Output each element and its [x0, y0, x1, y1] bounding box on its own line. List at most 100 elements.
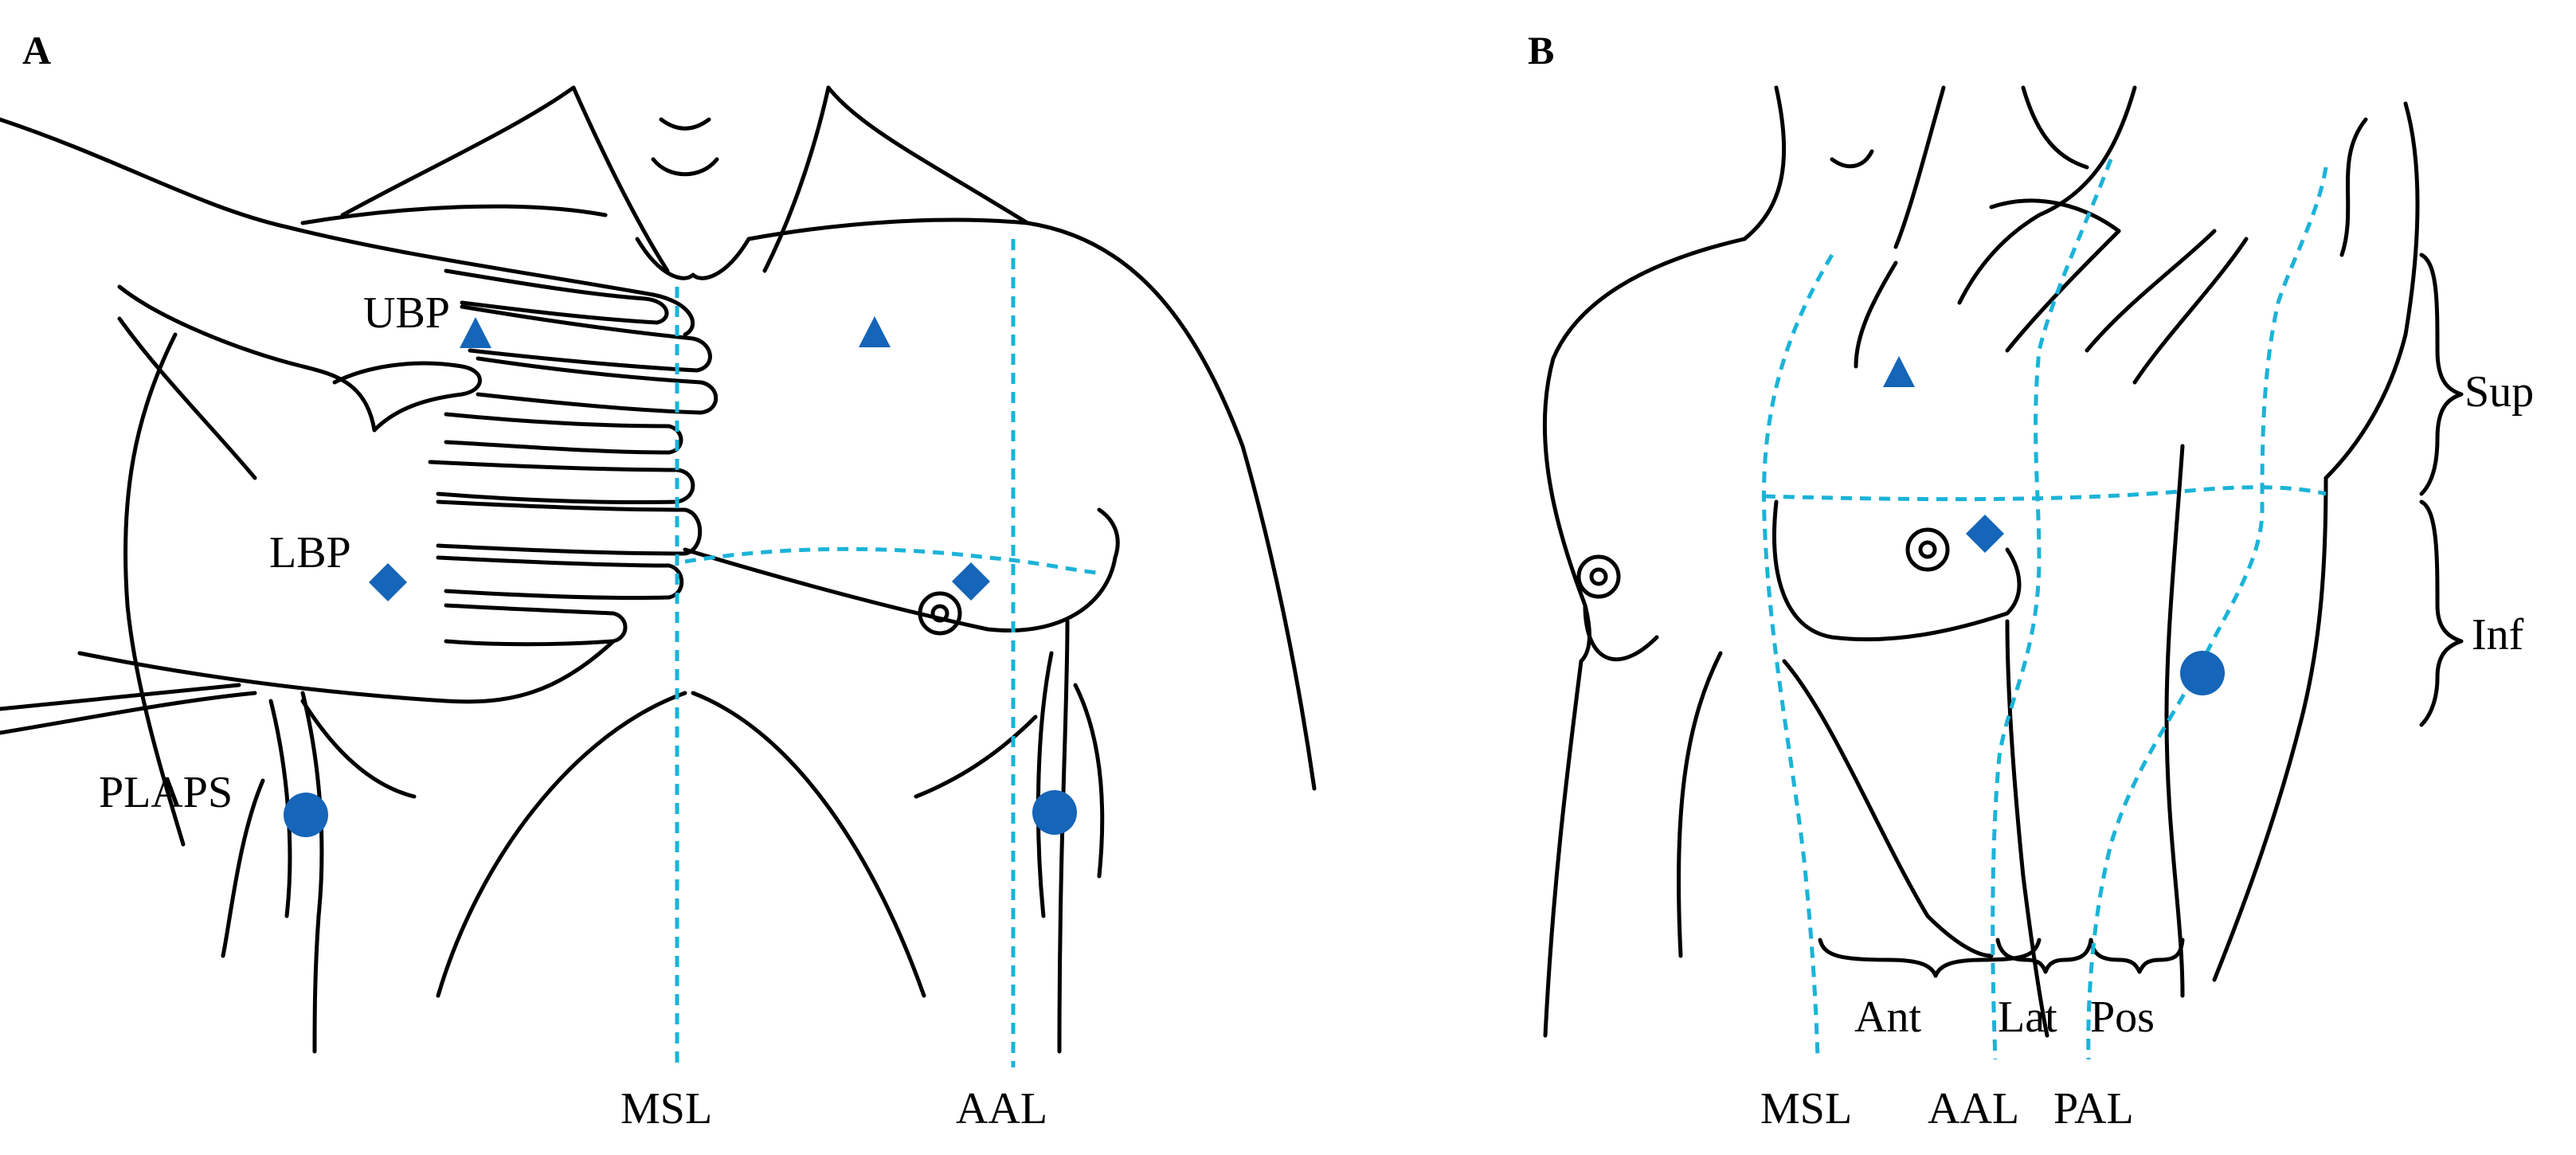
pectoral-right: [683, 507, 1120, 632]
msl-label-a: MSL: [621, 1084, 712, 1133]
left-trap: [340, 85, 576, 217]
wrist-lower: [0, 691, 257, 735]
msl-line-b: [1762, 253, 1834, 1060]
finger-7: [436, 555, 684, 601]
aal-label-b: AAL: [1928, 1084, 2019, 1133]
pec-b-upper: [1854, 260, 1898, 369]
arm-b-top: [2339, 117, 2368, 257]
lat-b-2: [2132, 237, 2249, 385]
arm-b-right-edge: [2323, 101, 2420, 480]
neck-crease-2: [651, 157, 719, 177]
panel-a-letter: A: [22, 28, 51, 72]
nipple-a: [918, 591, 962, 636]
rib-lower-left: [300, 699, 417, 799]
lat-bracket: [1995, 938, 2093, 974]
shoulder-b-muscle: [1989, 198, 2121, 233]
shoulder-b-left: [1542, 237, 1747, 664]
neck-left: [571, 85, 670, 273]
nipple-b-left: [1576, 554, 1621, 599]
serratus-left: [300, 691, 324, 1054]
rib-lower-right: [914, 715, 1038, 799]
sup-bracket: [2419, 253, 2464, 496]
plaps-circle-marker-a-right: [1032, 790, 1077, 835]
msl-label-b: MSL: [1760, 1084, 1852, 1133]
chin-crease-b: [1830, 149, 1874, 169]
panel-b-letter: B: [1528, 28, 1554, 72]
plaps-circle-marker-b: [2180, 651, 2225, 695]
serratus-right-2: [1073, 683, 1105, 879]
back-line-b: [2212, 476, 2328, 982]
serratus-right: [1035, 651, 1054, 918]
abs-b-left: [1676, 651, 1723, 958]
left-body-b: [1543, 659, 1584, 1038]
pos-label-b: Pos: [2090, 993, 2155, 1042]
finger-6: [436, 499, 703, 556]
finger-8: [444, 603, 628, 647]
deltoid-b: [2005, 229, 2121, 353]
finger-2: [460, 304, 712, 373]
finger-3: [476, 356, 718, 415]
ubp-triangle-marker-a-right: [859, 316, 891, 347]
right-lateral-chest: [1057, 619, 1070, 1054]
lower-left-flank: [221, 778, 265, 958]
neck-right: [762, 85, 831, 273]
finger-1: [444, 268, 669, 325]
sternal-notch: [635, 237, 751, 280]
left-arm: [117, 316, 257, 480]
panel-b-torso-outline: [1542, 85, 2420, 1038]
lbp-diamond-marker-a-right: [952, 562, 990, 601]
hand-lower-palm: [77, 639, 616, 704]
examiner-hands: [0, 117, 718, 735]
neck-crease-1: [659, 117, 711, 131]
left-clavicle: [300, 204, 608, 225]
ant-label-b: Ant: [1854, 993, 1921, 1042]
ubp-triangle-marker-a-left: [460, 317, 491, 348]
lat-b-1: [2085, 229, 2217, 353]
pal-line-b: [2086, 166, 2328, 1060]
inf-bracket: [2419, 499, 2464, 727]
panel-b-brackets: [1818, 253, 2464, 978]
ubp-triangle-marker-b: [1883, 356, 1915, 387]
neck-b-left: [1742, 85, 1787, 241]
ubp-label-a: UBP: [363, 288, 450, 338]
lbp-label-a: LBP: [269, 528, 351, 578]
trap-b: [1957, 85, 2137, 305]
lbp-diamond-marker-b: [1966, 515, 2004, 553]
pectoral-b: [1772, 499, 2022, 642]
lat-label-b: Lat: [1998, 993, 2057, 1042]
panel-b: B: [1528, 28, 2534, 1133]
panel-b-markers: [1576, 356, 2225, 695]
panel-a-guide-lines: [675, 239, 1104, 1067]
panel-a-markers: [284, 316, 1077, 837]
lbp-diamond-marker-a-left: [369, 563, 407, 601]
neck-b-right: [1893, 85, 1946, 249]
aal-label-a: AAL: [956, 1084, 1047, 1133]
forearm: [0, 683, 241, 711]
right-shoulder: [1025, 221, 1317, 791]
serratus-b: [2005, 619, 2049, 1038]
sup-label-b: Sup: [2464, 367, 2534, 417]
plaps-circle-marker-a-left: [284, 793, 328, 837]
ant-bracket: [1818, 938, 2042, 978]
plaps-label-a: PLAPS: [99, 768, 233, 817]
inf-label-b: Inf: [2472, 610, 2524, 660]
panel-b-guide-lines: [1762, 159, 2328, 1060]
flank-b: [2164, 444, 2185, 998]
left-torso-side: [123, 332, 186, 847]
thumb: [332, 361, 482, 433]
pos-bracket: [2089, 938, 2185, 974]
hand-upper-palm: [0, 117, 695, 337]
nipple-line-b: [1764, 485, 2327, 502]
nipple-line-a: [684, 546, 1104, 576]
abdomen-left: [436, 691, 687, 998]
right-trap: [826, 85, 1030, 225]
right-clavicle: [746, 217, 1030, 241]
left-breast-b: [1583, 603, 1659, 662]
hand-lower-back: [117, 284, 377, 433]
abs-b-mid: [1782, 659, 1994, 958]
finger-5: [428, 460, 695, 505]
panel-a: A: [0, 28, 1317, 1133]
nipple-b-right: [1905, 527, 1950, 572]
neck-b-back: [2021, 85, 2089, 170]
